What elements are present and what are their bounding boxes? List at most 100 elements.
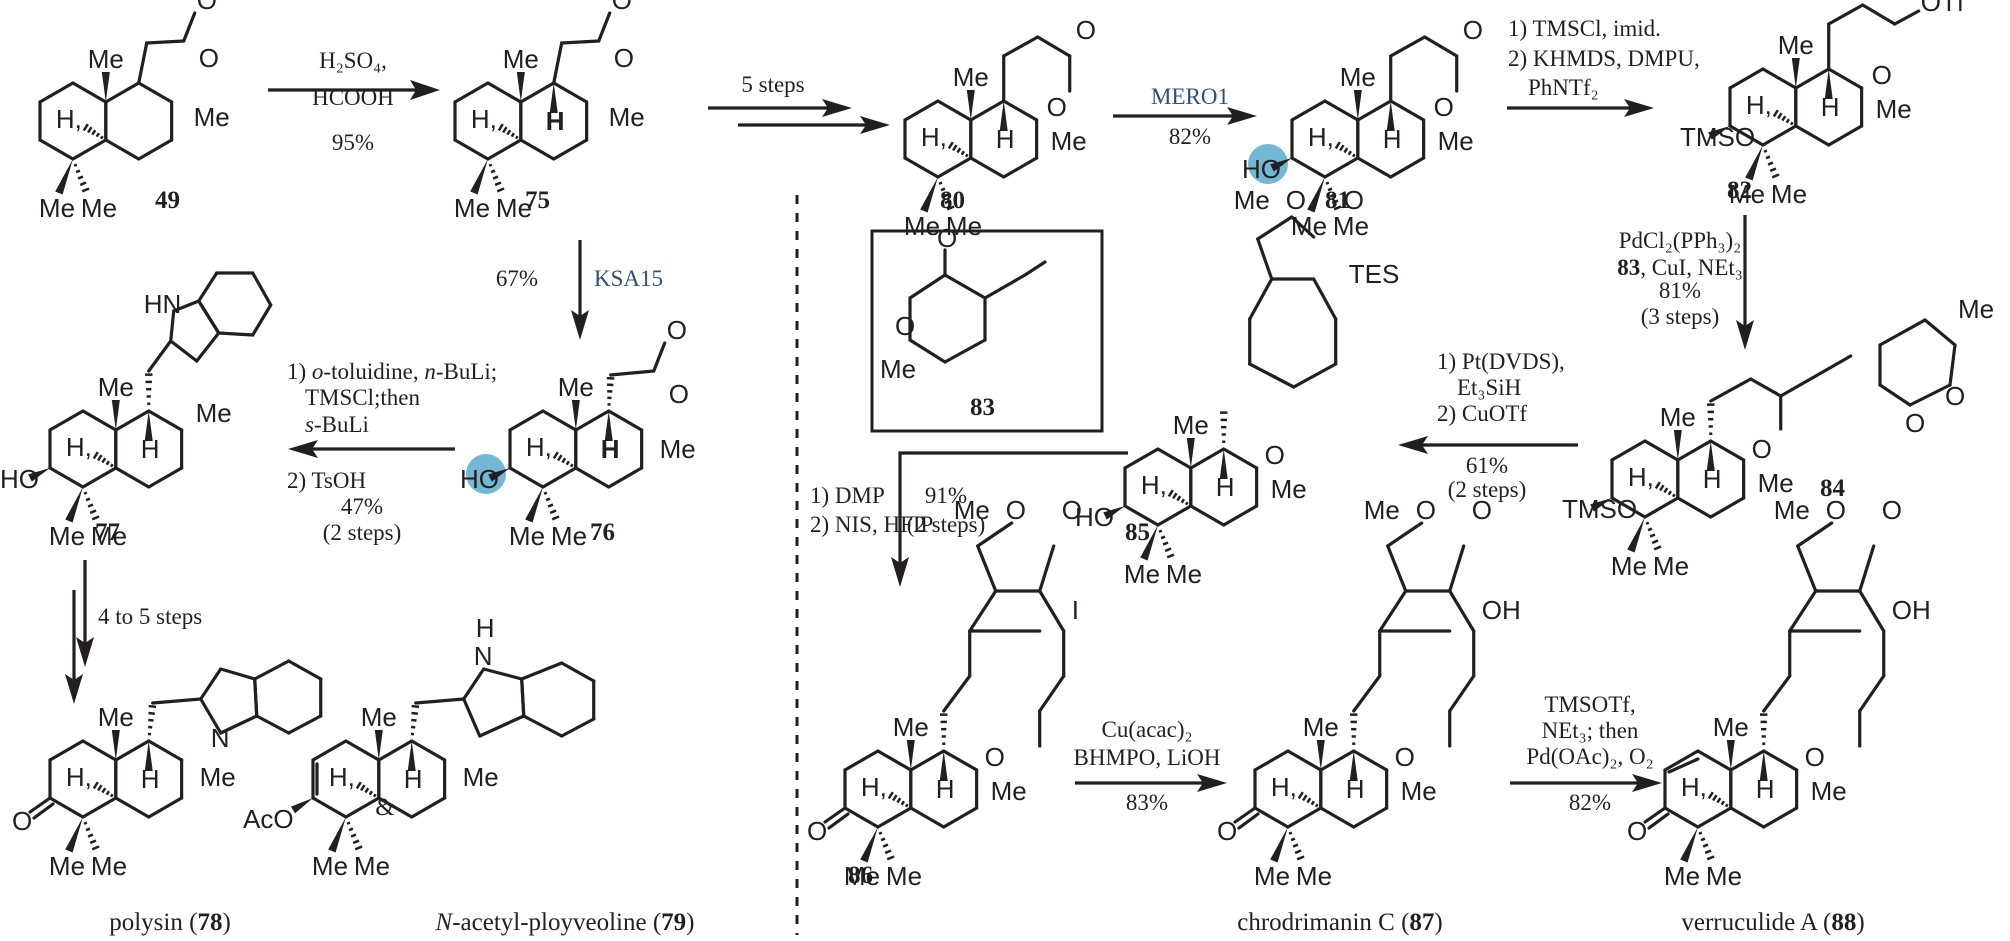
wedge-bond [1590, 498, 1612, 512]
bond [943, 273, 987, 300]
hash-bond [1777, 112, 1783, 120]
bond [876, 806, 913, 829]
atom-label: AcO [243, 804, 294, 834]
bond [172, 299, 201, 313]
wedge-bond [1791, 58, 1800, 88]
step6-line1: 1) o-toluidine, n-BuLi; [287, 359, 497, 384]
bond [1796, 521, 1834, 548]
product-name-n-acetyl-ployveoline: N-acetyl-ployveoline (79) [435, 909, 695, 936]
atom-label: TMSO [1562, 494, 1637, 524]
hash-bond [1771, 173, 1780, 179]
step5-yield: 67% [496, 266, 538, 291]
hash-bond [938, 181, 943, 185]
atom-label: Me [893, 712, 929, 742]
hash-bond [492, 175, 499, 180]
atom-label: O [1627, 816, 1647, 846]
bond [908, 273, 947, 300]
wedge-bond [111, 400, 120, 430]
atom-label: O [614, 43, 634, 73]
bond [114, 739, 151, 762]
atom-label: Me [1401, 776, 1437, 806]
atom-label: O [199, 43, 219, 73]
wedge-bond [144, 411, 153, 441]
bond [195, 331, 221, 363]
atom-label: H [546, 106, 565, 136]
bond [104, 138, 141, 161]
bond [311, 796, 348, 819]
hash-bond [944, 199, 952, 205]
atom-label: TMSO [1680, 122, 1755, 152]
bond [541, 409, 578, 432]
atom-label: H [936, 774, 955, 804]
bond [1610, 439, 1647, 462]
step8-line2: 83, CuI, NEt₃ [1617, 255, 1743, 280]
hash-bond [372, 793, 377, 798]
bond [1323, 156, 1360, 179]
bond [903, 156, 940, 179]
hash-bond [364, 787, 370, 794]
bond [81, 796, 118, 819]
wedge-bond [407, 741, 416, 771]
wedge-bond [920, 177, 938, 213]
bond [1386, 544, 1408, 593]
bond [410, 739, 447, 762]
hash-bond [148, 704, 157, 709]
bond [1038, 674, 1066, 713]
hash-bond [1310, 800, 1315, 806]
bond [1796, 544, 1818, 593]
atom-label: HN [144, 289, 182, 319]
bond [1237, 812, 1260, 830]
bond [478, 714, 526, 738]
atom-label: Me [1774, 495, 1810, 525]
atom-label: Me [98, 372, 134, 402]
wedge-bond [144, 741, 153, 771]
hash-bond [552, 451, 559, 460]
atom-label: Me [1364, 495, 1400, 525]
bond [137, 138, 174, 161]
atom-label: N [474, 641, 493, 671]
bond [147, 739, 184, 762]
atom-label: O [985, 742, 1005, 772]
atom-label: Me [1778, 30, 1814, 60]
bond [541, 466, 578, 489]
bond [1709, 439, 1746, 462]
arrow-77-to-products-double [65, 560, 94, 704]
wedge-bond [1386, 101, 1395, 131]
hash-bond [1767, 161, 1774, 166]
bond [311, 739, 348, 762]
compound-label-77: 77 [95, 519, 120, 546]
hash-bond [1789, 121, 1794, 126]
bond [1286, 806, 1323, 829]
hash-bond [946, 205, 955, 211]
hash-bond [83, 491, 88, 495]
bond [182, 11, 197, 43]
bond [1290, 215, 1316, 239]
hash-bond [1290, 837, 1296, 842]
hash-bond [1651, 539, 1659, 545]
atom-label: H [141, 764, 160, 794]
atom-label: H [1346, 774, 1365, 804]
hash-bond [1698, 831, 1703, 835]
arrow-86-to-87 [1075, 774, 1227, 792]
arrow-49-to-75 [268, 80, 440, 100]
atom-label: O [937, 223, 957, 253]
step12-yield: 82% [1569, 790, 1611, 815]
atom-label: Me [454, 193, 490, 223]
bond [1123, 504, 1160, 527]
bond [522, 714, 564, 738]
bond [151, 697, 203, 705]
hash-bond [1162, 541, 1169, 546]
hash-bond [942, 193, 949, 198]
hash-bond [510, 132, 515, 138]
bond [1038, 544, 1056, 593]
wedge-bond [1353, 90, 1362, 120]
bond [1386, 521, 1424, 548]
wedge-bond [1745, 145, 1763, 181]
hash-bond [368, 790, 373, 796]
bond [1729, 806, 1766, 829]
step6-line4: 2) TsOH [287, 468, 366, 493]
atom-label: O [1265, 440, 1285, 470]
